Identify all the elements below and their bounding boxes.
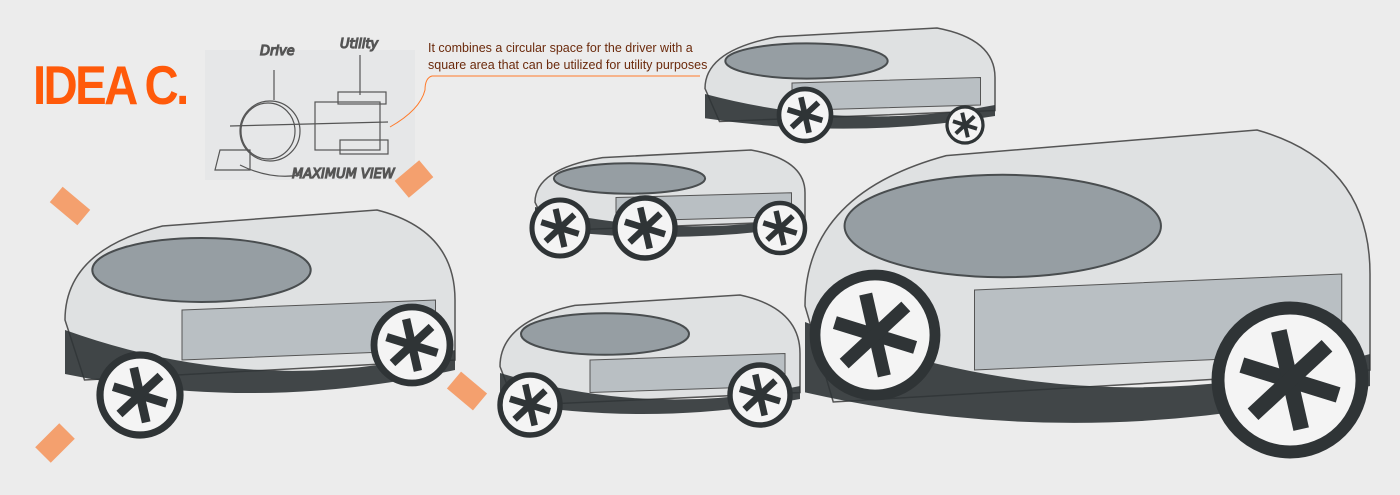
- utility-label: Utility: [340, 37, 379, 52]
- idea-title: IDEA C.: [33, 54, 189, 116]
- wheel: [752, 200, 808, 256]
- car-sketch-large-left: [64, 209, 456, 439]
- wheel: [612, 195, 678, 261]
- wheel: [497, 372, 563, 438]
- wheel: [727, 362, 793, 428]
- wheel: [809, 269, 941, 401]
- maximum-view-label: MAXIMUM VIEW: [292, 167, 396, 182]
- car-sketch-mid-bottom: [497, 294, 801, 438]
- annotation-text: It combines a circular space for the dri…: [428, 40, 707, 74]
- wheel: [96, 351, 184, 439]
- concept-diagram: Drive Utility MAXIMUM VIEW: [205, 36, 415, 183]
- callout-line: [389, 75, 700, 128]
- wheel: [529, 197, 591, 259]
- annotation-line-1: It combines a circular space for the dri…: [428, 41, 693, 55]
- car-sketch-top-right: [704, 27, 996, 145]
- wheel: [945, 105, 985, 145]
- wheel: [370, 303, 454, 387]
- wheel: [776, 86, 834, 144]
- wheel: [1211, 301, 1369, 459]
- car-sketch-large-right: [804, 129, 1371, 459]
- car-sketch-mid-top: [529, 149, 808, 261]
- annotation-line-2: square area that can be utilized for uti…: [428, 58, 708, 72]
- drive-label: Drive: [260, 44, 295, 59]
- orange-accent-shapes: [35, 160, 488, 463]
